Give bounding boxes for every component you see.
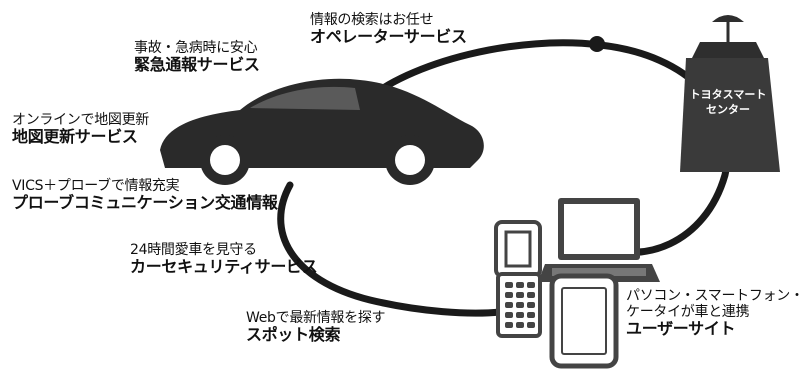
user-site-title: ユーザーサイト (626, 319, 736, 339)
connection-ring-lower (277, 181, 504, 317)
map-update-title: 地図更新サービス (12, 127, 138, 147)
user-site-label: パソコン・スマートフォン・ ケータイが車と連携 ユーザーサイト (626, 288, 799, 339)
mobile-phone-icon (494, 220, 542, 338)
emergency-service-title: 緊急通報サービス (134, 55, 260, 75)
spot-search-desc: Webで最新情報を探す (246, 310, 386, 326)
operator-service-label: 情報の検索はお任せ オペレーターサービス (310, 12, 467, 46)
spot-search-label: Webで最新情報を探す スポット検索 (246, 310, 386, 345)
probe-traffic-label: VICS＋プローブで情報充実 プローブコミュニケーション交通情報 (12, 178, 278, 212)
emergency-service-label: 事故・急病時に安心 緊急通報サービス (134, 40, 260, 74)
user-site-desc-1: パソコン・スマートフォン・ (626, 288, 799, 304)
laptop-icon (538, 198, 660, 282)
ring-node (589, 36, 605, 52)
smartphone-icon (549, 273, 619, 369)
building-icon: トヨタスマート センター (680, 15, 780, 172)
center-label-line2: センター (706, 103, 750, 116)
center-label-line1: トヨタスマート (690, 88, 767, 101)
probe-traffic-title: プローブコミュニケーション交通情報 (12, 193, 278, 213)
spot-search-title: スポット検索 (246, 325, 341, 345)
emergency-service-desc: 事故・急病時に安心 (134, 40, 258, 56)
car-security-title: カーセキュリティサービス (130, 257, 318, 277)
probe-traffic-desc: VICS＋プローブで情報充実 (12, 178, 180, 194)
operator-service-desc: 情報の検索はお任せ (310, 12, 434, 28)
car-security-desc: 24時間愛車を見守る (130, 242, 257, 258)
user-site-desc-2: ケータイが車と連携 (626, 304, 750, 321)
map-update-label: オンラインで地図更新 地図更新サービス (12, 112, 149, 146)
map-update-desc: オンラインで地図更新 (12, 112, 149, 128)
car-security-label: 24時間愛車を見守る カーセキュリティサービス (130, 242, 318, 277)
car-icon (160, 78, 484, 185)
operator-service-title: オペレーターサービス (310, 27, 467, 47)
